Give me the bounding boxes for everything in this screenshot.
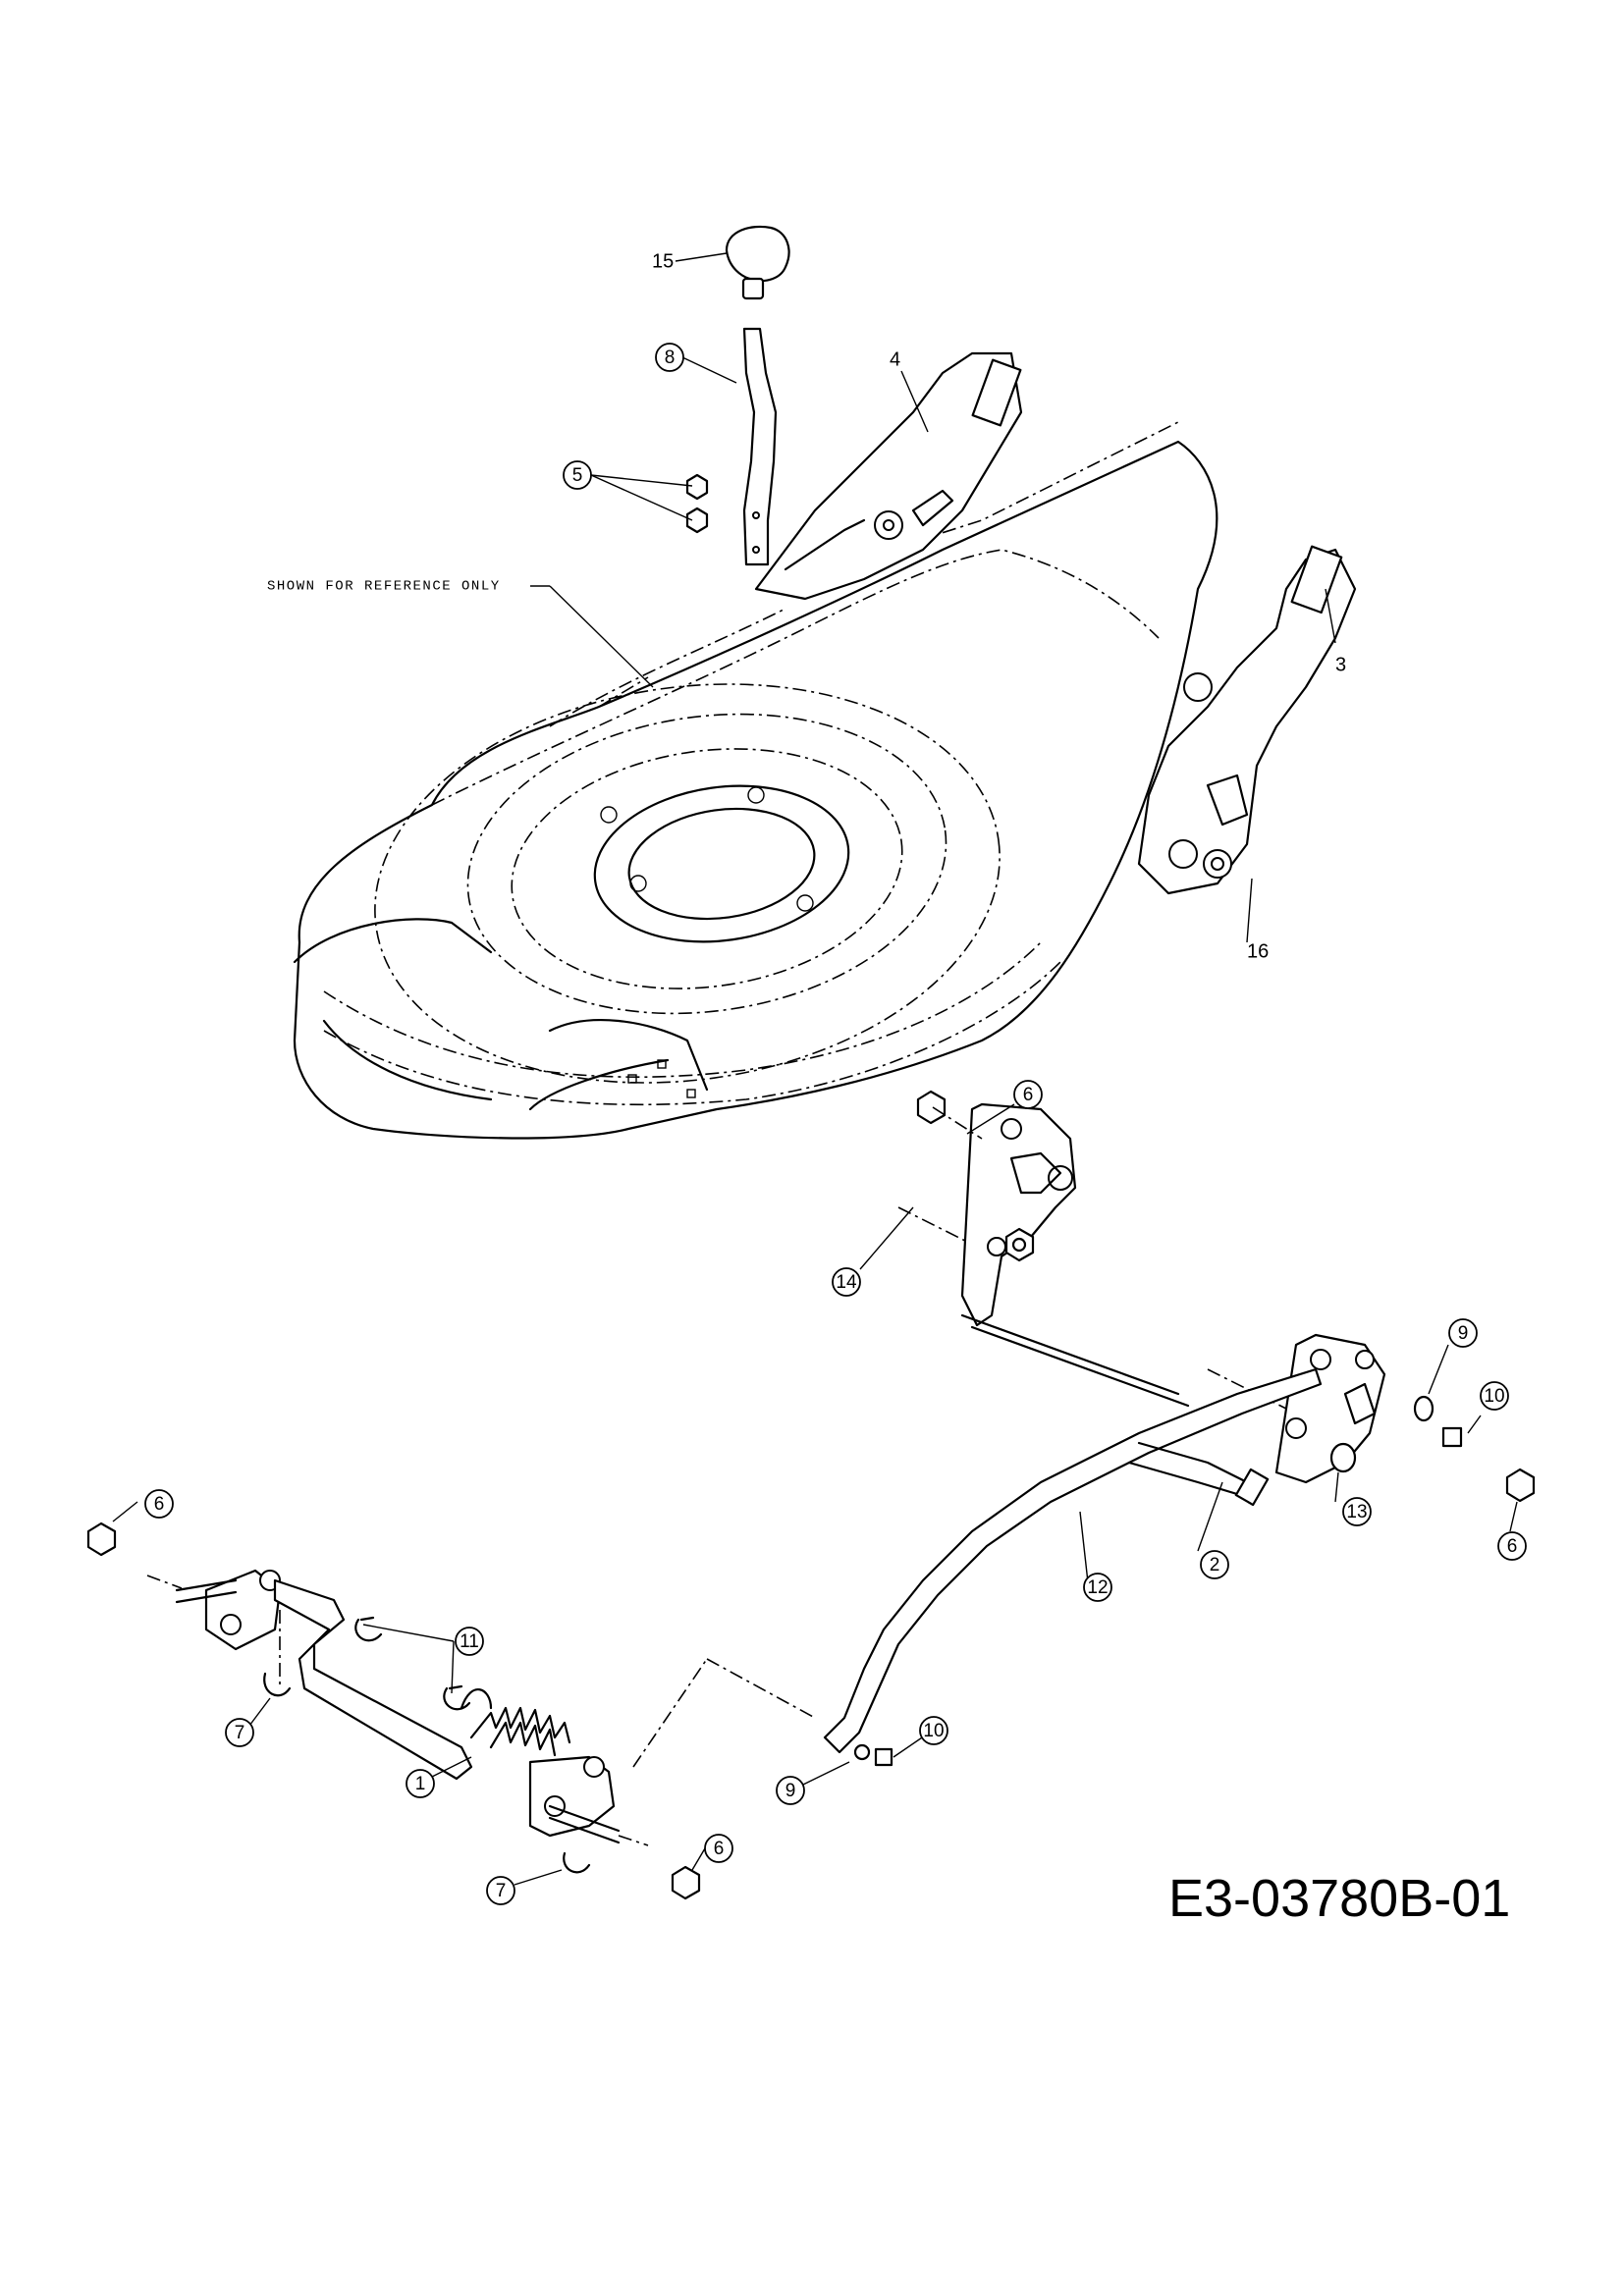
lever-knob xyxy=(725,225,790,300)
callout-6-bottom: 6 xyxy=(704,1834,733,1863)
svg-text:11: 11 xyxy=(460,1631,479,1652)
svg-text:15: 15 xyxy=(652,250,674,272)
callout-14: 14 xyxy=(832,1267,861,1297)
svg-text:6: 6 xyxy=(154,1494,165,1515)
svg-text:SHOWN FOR REFERENCE ONLY: SHOWN FOR REFERENCE ONLY xyxy=(267,579,501,595)
callout-6-top: 6 xyxy=(1013,1080,1043,1109)
svg-text:3: 3 xyxy=(1335,654,1346,675)
svg-text:10: 10 xyxy=(923,1721,944,1741)
svg-text:6: 6 xyxy=(1023,1085,1034,1105)
front-axle-assembly xyxy=(146,1569,649,1846)
callout-5: 5 xyxy=(563,460,592,490)
callout-11: 11 xyxy=(455,1627,484,1656)
height-adjust-lever xyxy=(742,327,778,566)
svg-text:6: 6 xyxy=(1507,1536,1518,1557)
svg-text:1: 1 xyxy=(415,1774,426,1794)
mower-deck xyxy=(293,421,1218,1140)
callout-7-lower: 7 xyxy=(486,1876,515,1905)
callout-16: 16 xyxy=(1247,940,1269,962)
svg-text:9: 9 xyxy=(1458,1323,1469,1344)
leader-lines xyxy=(112,252,1518,1886)
svg-text:13: 13 xyxy=(1346,1502,1367,1522)
svg-text:7: 7 xyxy=(496,1881,507,1901)
callout-3: 3 xyxy=(1335,654,1346,675)
callout-4: 4 xyxy=(890,348,900,370)
svg-text:4: 4 xyxy=(890,348,900,370)
svg-text:E3-03780B-01: E3-03780B-01 xyxy=(1168,1869,1510,1928)
fasteners-left xyxy=(86,1522,701,1900)
svg-text:8: 8 xyxy=(665,347,676,368)
callout-6-left: 6 xyxy=(144,1489,174,1519)
drawing-code: E3-03780B-01 xyxy=(1168,1869,1510,1928)
callout-15: 15 xyxy=(652,250,674,272)
callout-9-left: 9 xyxy=(776,1776,805,1805)
svg-text:16: 16 xyxy=(1247,940,1269,962)
callout-1: 1 xyxy=(406,1769,435,1798)
callout-10-right: 10 xyxy=(1480,1381,1509,1411)
svg-text:14: 14 xyxy=(836,1272,857,1293)
hex-screws xyxy=(685,473,709,534)
svg-text:9: 9 xyxy=(785,1781,796,1801)
left-height-adjust-bracket xyxy=(754,351,1023,601)
svg-text:6: 6 xyxy=(714,1839,725,1859)
svg-text:10: 10 xyxy=(1484,1386,1504,1407)
callout-9-right: 9 xyxy=(1448,1318,1478,1348)
centerlines xyxy=(279,1106,983,1768)
reference-note: SHOWN FOR REFERENCE ONLY xyxy=(267,579,501,595)
callout-13: 13 xyxy=(1342,1497,1372,1526)
callout-12: 12 xyxy=(1083,1573,1112,1602)
rear-axle-assembly xyxy=(960,1102,1386,1484)
right-height-adjust-bracket xyxy=(1137,545,1357,895)
callout-7-upper: 7 xyxy=(225,1718,254,1747)
callout-8: 8 xyxy=(655,343,684,372)
torsion-spring xyxy=(460,1687,571,1757)
drag-link-rod xyxy=(823,1367,1323,1754)
svg-text:5: 5 xyxy=(572,465,583,486)
callout-10-left: 10 xyxy=(919,1716,948,1745)
fasteners-right xyxy=(853,1090,1536,1767)
callout-6-right: 6 xyxy=(1497,1531,1527,1561)
svg-text:12: 12 xyxy=(1087,1577,1108,1598)
svg-text:7: 7 xyxy=(235,1723,245,1743)
callout-2: 2 xyxy=(1200,1550,1229,1579)
svg-text:2: 2 xyxy=(1210,1555,1220,1575)
